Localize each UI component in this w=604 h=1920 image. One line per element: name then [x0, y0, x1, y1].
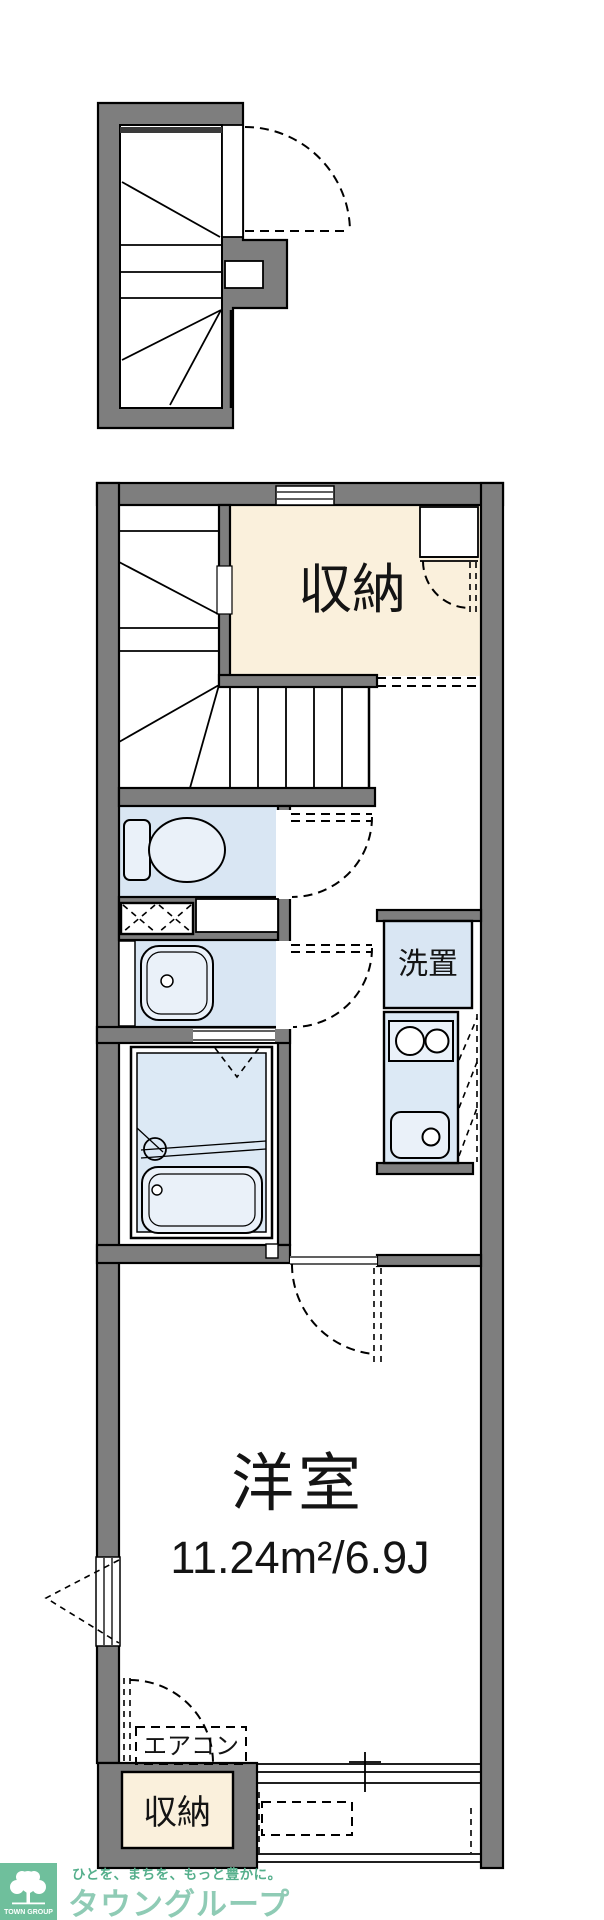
- laundry-label: 洗置: [398, 948, 458, 981]
- tree-icon: TOWN GROUP: [4, 1871, 53, 1916]
- entrance-door-swing-icon: [244, 126, 351, 233]
- balcony-dashed-box: [261, 1801, 353, 1836]
- window-top: [275, 485, 335, 506]
- storage-upper-label: 収納: [298, 560, 406, 620]
- bath-room: [129, 1045, 274, 1240]
- wall-storage-upper-bottom: [217, 673, 379, 689]
- storage-lower-box: [120, 1770, 235, 1850]
- window-left-swing-icon: [44, 1559, 120, 1644]
- meter-box-notch: [224, 260, 264, 289]
- town-group-logo: TOWN GROUP: [0, 1863, 57, 1920]
- washroom: [118, 940, 373, 1028]
- shelf-boxes: [119, 898, 279, 936]
- storage-lower: 収納: [120, 1770, 235, 1850]
- hatched-shelf-box: [119, 901, 195, 936]
- sliding-window-bottom: [257, 1752, 481, 1792]
- kitchen-hatch-strip: [458, 1014, 478, 1162]
- staircase-1f-steps: [120, 181, 233, 408]
- logo-text: TOWN GROUP: [4, 1909, 53, 1916]
- bedroom-name-label: 洋室: [231, 1449, 365, 1519]
- burner-left: [395, 1026, 425, 1056]
- footer-company-name: タウングループ: [68, 1887, 291, 1920]
- entrance-interior: [119, 124, 223, 409]
- storage-upper-door-leaf: [469, 562, 477, 612]
- main-floor-section: 収納: [44, 481, 505, 1870]
- bath-ledge: [140, 1140, 267, 1159]
- wall-laundry-top: [375, 908, 483, 923]
- wash-door-opening: [276, 941, 292, 1029]
- storage-upper-door-swing-icon: [422, 560, 471, 609]
- storage-upper-room: 収納: [298, 506, 480, 687]
- wash-door-swing-icon: [291, 944, 373, 1028]
- bedroom-door-threshold: [290, 1256, 377, 1266]
- openings-and-windows: [44, 485, 377, 1647]
- toilet-door-swing-icon: [291, 813, 373, 898]
- sink-faucet: [421, 1127, 441, 1147]
- balcony: [257, 1792, 481, 1863]
- aircon-marker: エアコン: [135, 1726, 247, 1765]
- bath-faucet: [143, 1137, 167, 1161]
- bedroom: 洋室 11.24m²/6.9J エアコン: [123, 1263, 481, 1792]
- kitchen-sink: [390, 1111, 450, 1159]
- toilet-door-opening: [276, 810, 292, 899]
- wall-bedroom-top-right: [375, 1253, 483, 1268]
- laundry-pan: [382, 919, 474, 1010]
- bathtub-drain: [151, 1184, 163, 1196]
- footer-tagline: ひとを、まちを、もっと豊かに。: [72, 1867, 282, 1882]
- white-shelf-box: [195, 898, 279, 933]
- basin-faucet: [160, 974, 174, 988]
- toilet-bowl: [148, 817, 226, 883]
- entrance-staircase-section: [96, 101, 351, 430]
- burner-right: [424, 1028, 450, 1054]
- bath-doorway: [193, 1029, 275, 1042]
- wall-bath-bottom: [95, 1243, 292, 1265]
- storage-lower-label: 収納: [143, 1794, 211, 1832]
- bath-folding-door-icon: [214, 1047, 260, 1079]
- toilet-room: [123, 813, 373, 898]
- aircon-label: エアコン: [143, 1733, 239, 1760]
- bedroom-door-swing-icon: [290, 1263, 382, 1362]
- stair-divider-opening: [216, 565, 233, 615]
- washroom-panel: [118, 940, 136, 1027]
- wall-stair-toilet: [117, 786, 377, 808]
- window-left: [44, 1556, 121, 1647]
- wall-right: [479, 481, 505, 1870]
- window-meeting-rail-mark: [349, 1752, 381, 1792]
- storage-upper-alcove: [419, 506, 479, 558]
- staircase-2f-steps: [118, 530, 371, 789]
- balcony-edge: [257, 1853, 481, 1863]
- storage-upper-dashed-edge: [377, 677, 480, 687]
- entrance-door-leaf: [221, 124, 244, 238]
- toilet-tank: [123, 819, 151, 881]
- entrance-step-edge: [120, 127, 222, 133]
- storage-lower-door-swing-icon: [123, 1678, 214, 1763]
- bathtub: [141, 1166, 263, 1234]
- kitchen: [382, 1010, 478, 1165]
- wall-kitchen-bottom: [375, 1161, 475, 1176]
- laundry-space: 洗置: [382, 919, 474, 1010]
- wash-basin: [140, 945, 214, 1021]
- bath-wall-notch: [265, 1243, 279, 1259]
- bedroom-size-label: 11.24m²/6.9J: [170, 1532, 429, 1583]
